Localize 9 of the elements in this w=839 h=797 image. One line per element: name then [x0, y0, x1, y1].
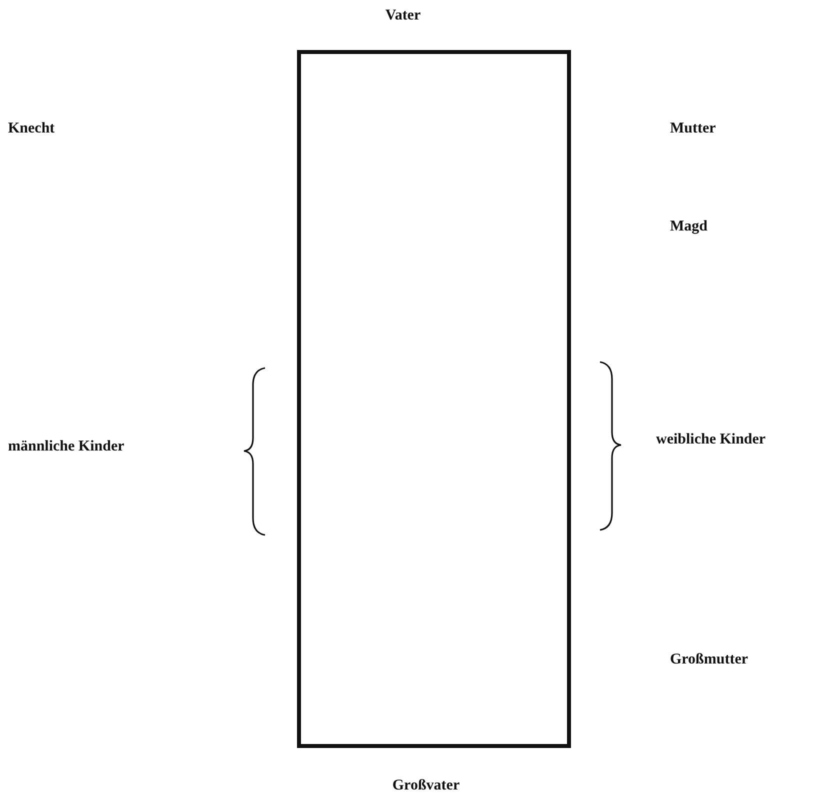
- seat-label: weibliche Kinder: [656, 432, 766, 448]
- seat-label: männliche Kinder: [8, 438, 124, 456]
- seat-label: Großmutter: [670, 652, 748, 668]
- table-outline: [297, 50, 571, 748]
- seat-label: Mutter: [670, 120, 716, 138]
- seat-label: Magd: [670, 218, 708, 236]
- seat-label: Großvater: [392, 778, 460, 794]
- seat-label: Vater: [385, 8, 421, 24]
- seat-label: Knecht: [8, 120, 55, 138]
